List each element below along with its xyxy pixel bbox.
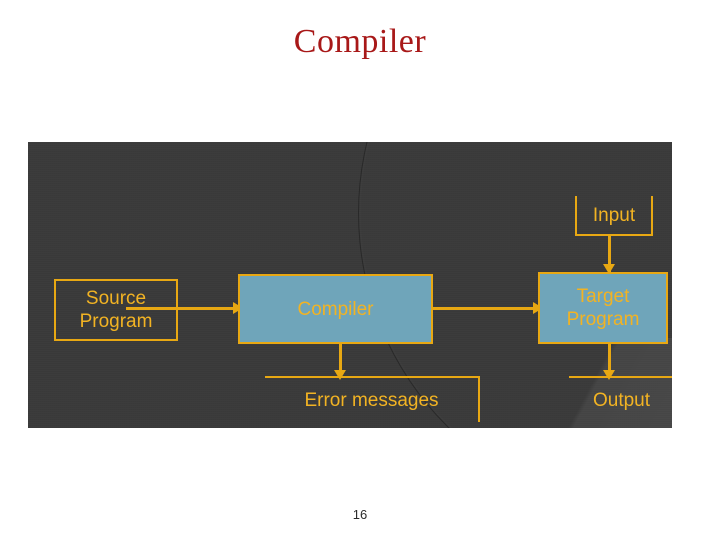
arrow-down-icon xyxy=(603,264,615,274)
connector-input-to-target xyxy=(608,234,611,272)
arrow-down-icon xyxy=(603,370,615,380)
node-error-messages-label: Error messages xyxy=(304,389,439,411)
diagram-panel: Source Program Compiler Target Program I… xyxy=(28,142,672,428)
node-source-program: Source Program xyxy=(54,279,178,341)
node-input: Input xyxy=(575,196,653,236)
node-target-program: Target Program xyxy=(538,272,668,344)
node-error-messages: Error messages xyxy=(265,376,480,422)
page-number: 16 xyxy=(352,507,368,522)
node-compiler: Compiler xyxy=(238,274,433,344)
node-output: Output xyxy=(569,376,672,422)
node-compiler-label: Compiler xyxy=(297,298,374,320)
node-input-label: Input xyxy=(592,204,636,226)
arrow-down-icon xyxy=(334,370,346,380)
connector-target-to-output xyxy=(608,342,611,376)
page-title: Compiler xyxy=(293,23,427,60)
connector-source-to-compiler xyxy=(126,307,240,310)
node-target-program-label: Target Program xyxy=(566,286,640,330)
connector-compiler-to-error-messages xyxy=(339,342,342,376)
node-source-program-label: Source Program xyxy=(79,288,153,332)
connector-compiler-to-target xyxy=(431,307,541,310)
node-output-label: Output xyxy=(592,389,651,411)
